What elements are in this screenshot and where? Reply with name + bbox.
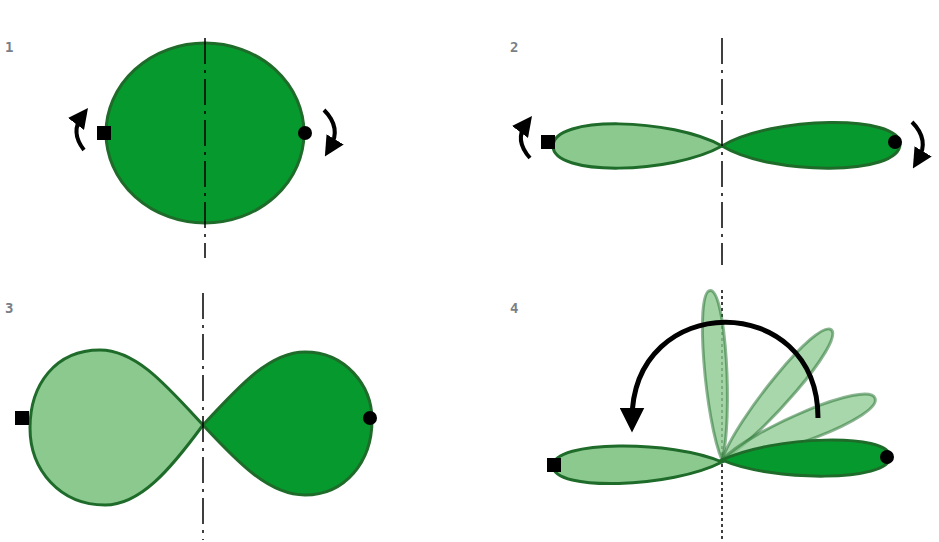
panel-four	[547, 290, 894, 540]
panel-one	[76, 38, 334, 258]
panel-two	[521, 38, 923, 265]
panel-number: 2	[510, 40, 518, 54]
panel-number: 4	[510, 301, 518, 315]
panel-number: 3	[5, 301, 13, 315]
panel-number: 1	[5, 40, 13, 54]
panel-three	[15, 293, 377, 540]
